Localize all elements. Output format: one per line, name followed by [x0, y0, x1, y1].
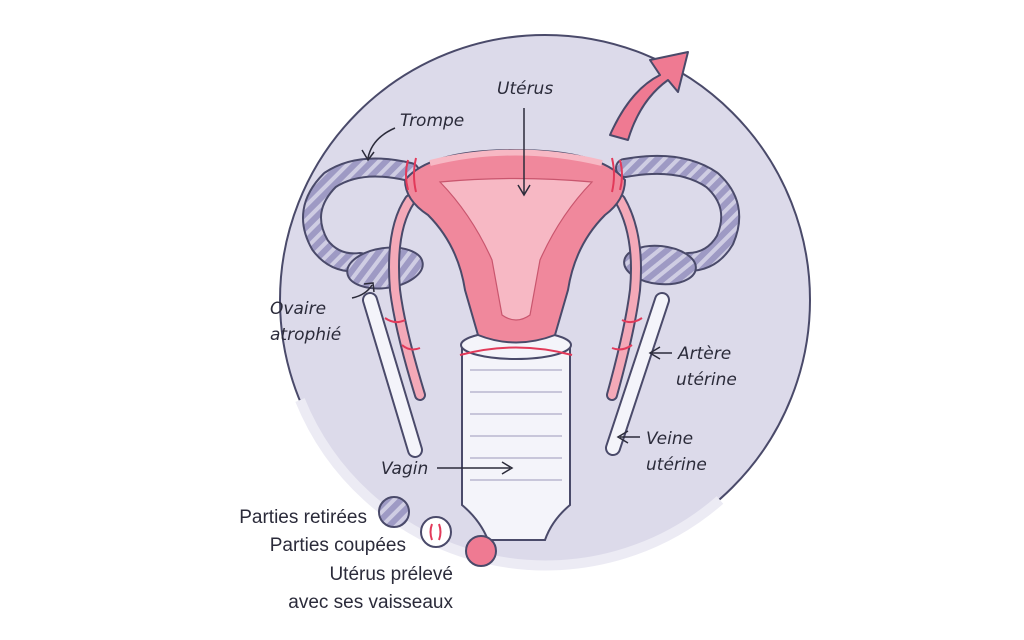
label-artere-2: utérine: [676, 370, 737, 390]
left-vein-fill: [364, 294, 421, 456]
right-vein-fill: [607, 294, 668, 454]
left-tube-fill: [304, 159, 418, 271]
removal-arrow-icon: [609, 51, 689, 141]
label-uterus: Utérus: [497, 79, 553, 99]
legend-taken-label-2: avec ses vaisseaux: [288, 592, 453, 613]
legend-cut-swatch: [420, 516, 452, 548]
legend-cut-marks: [429, 523, 442, 541]
vagina: [461, 344, 571, 541]
label-artere-1: Artère: [677, 344, 731, 364]
label-trompe: Trompe: [400, 111, 464, 131]
label-veine-2: utérine: [646, 455, 707, 475]
uterus-cavity: [438, 177, 594, 321]
label-veine-1: Veine: [646, 429, 693, 449]
cut-marks: [384, 157, 643, 356]
label-ovaire-1: Ovaire: [270, 299, 326, 319]
legend-cut-label: Parties coupées: [270, 535, 406, 556]
left-artery-fill: [390, 196, 424, 399]
legend-taken-label-1: Utérus prélevé: [329, 564, 453, 585]
right-tube-fill: [617, 156, 739, 270]
left-ovary: [346, 246, 424, 290]
uterus-top-band: [429, 149, 603, 166]
legend-removed-label: Parties retirées: [239, 507, 367, 528]
right-ovary: [623, 244, 697, 286]
pointer-arrows: [351, 108, 672, 475]
legend-removed-swatch: [378, 496, 410, 528]
label-ovaire-2: atrophié: [270, 325, 341, 345]
right-artery-fill: [608, 196, 640, 399]
legend-taken-swatch: [465, 535, 497, 567]
label-vagin: Vagin: [381, 459, 428, 479]
vagina-folds: [470, 369, 562, 481]
